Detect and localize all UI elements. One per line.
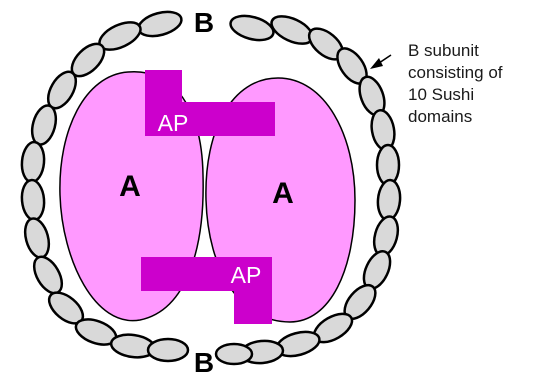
sushi-domain: [30, 104, 58, 146]
annotation-arrow: [370, 54, 392, 69]
label-b-top: B: [194, 7, 214, 38]
annotation-line-2: consisting of: [408, 63, 503, 82]
b-subunit-sushi-ring: [20, 10, 402, 366]
annotation-line-1: B subunit: [408, 41, 479, 60]
annotation-line-3: 10 Sushi: [408, 85, 475, 104]
label-ap-bottom: AP: [231, 262, 262, 288]
label-a-left: A: [119, 170, 141, 203]
sushi-domain: [146, 337, 190, 363]
sushi-domain: [32, 255, 64, 295]
sushi-domain: [375, 143, 401, 187]
label-ap-top: AP: [158, 110, 189, 136]
sushi-domain: [376, 178, 402, 222]
sushi-domain: [229, 14, 275, 42]
sushi-domain: [137, 10, 183, 38]
annotation-line-4: domains: [408, 107, 473, 126]
sushi-domain: [20, 140, 46, 184]
label-a-right: A: [272, 177, 294, 210]
ap-domain-top: [145, 70, 275, 136]
sushi-domain: [214, 342, 254, 366]
label-b-bottom: B: [194, 347, 214, 375]
sushi-domain: [20, 178, 46, 222]
ap-domain-bottom: [141, 257, 272, 324]
sushi-domain: [270, 15, 314, 45]
sushi-domain: [370, 108, 396, 152]
annotation-text: B subunit consisting of 10 Sushi domains: [408, 40, 538, 128]
sushi-domain: [23, 217, 51, 259]
